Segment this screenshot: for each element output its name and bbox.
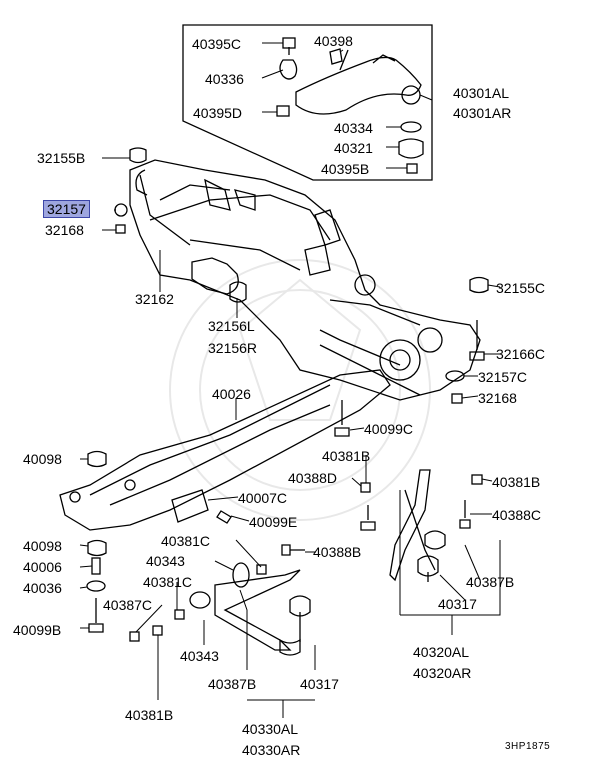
nut-40395D (276, 105, 290, 117)
part-label-p40395D[interactable]: 40395D (193, 105, 243, 121)
part-label-p32156L[interactable]: 32156L (208, 318, 255, 334)
part-label-p40006[interactable]: 40006 (23, 559, 62, 575)
part-label-p40320AL[interactable]: 40320AL (413, 644, 470, 660)
part-label-p40387B_l[interactable]: 40387B (208, 676, 257, 692)
part-label-p40381B_b[interactable]: 40381B (125, 707, 174, 723)
part-label-p40343_b[interactable]: 40343 (180, 648, 219, 664)
part-label-p40388C_r[interactable]: 40388C (492, 507, 542, 523)
nut-40387C (129, 631, 140, 642)
part-label-p40099C[interactable]: 40099C (364, 421, 414, 437)
bolt-40388C-left (360, 505, 376, 531)
part-label-p32168_r[interactable]: 32168 (478, 390, 517, 406)
part-label-p40387C[interactable]: 40387C (103, 597, 153, 613)
part-label-p40334[interactable]: 40334 (334, 120, 373, 136)
part-label-p32155B[interactable]: 32155B (37, 150, 86, 166)
part-label-p40343_a[interactable]: 40343 (146, 553, 185, 569)
ball-joint-40317-right (417, 555, 439, 582)
bracket-32155C (469, 276, 489, 294)
part-label-p40388D[interactable]: 40388D (288, 470, 338, 486)
part-label-p40317_l[interactable]: 40317 (300, 676, 339, 692)
bumper-40321 (398, 138, 424, 159)
part-label-p32157[interactable]: 32157 (43, 200, 90, 218)
washer-40343-a (232, 562, 250, 588)
drawing-code: 3HP1875 (505, 741, 551, 752)
part-label-p32155C[interactable]: 32155C (496, 280, 546, 296)
part-label-p40388B[interactable]: 40388B (313, 544, 362, 560)
part-label-p40321[interactable]: 40321 (334, 140, 373, 156)
bolt-40099B (88, 598, 104, 633)
bracket-32155B (129, 147, 147, 164)
part-label-p40026[interactable]: 40026 (212, 386, 251, 402)
ball-joint-40336 (279, 47, 298, 80)
washer-40334 (400, 121, 422, 133)
part-label-p40387B_r[interactable]: 40387B (466, 574, 515, 590)
arm-40320 (389, 469, 436, 582)
nut-40381B-r (471, 474, 483, 485)
bolt-40398 (329, 48, 349, 71)
mount-40007C (171, 489, 209, 523)
bolt-40388C (459, 500, 471, 529)
nut-40381B-c (360, 482, 371, 493)
part-label-p40301AR[interactable]: 40301AR (453, 105, 512, 121)
bushing-40098-bottom (87, 539, 107, 557)
upper-arm-40301 (295, 54, 422, 115)
part-label-p32157C[interactable]: 32157C (478, 369, 528, 385)
part-label-p40099B[interactable]: 40099B (13, 622, 62, 638)
nut-40395B (406, 163, 418, 174)
crossmember-32162 (129, 159, 481, 401)
part-label-p40099E[interactable]: 40099E (249, 514, 298, 530)
nut-32168R (451, 393, 463, 404)
bracket-32156 (191, 257, 239, 295)
nut-40381C-a (256, 564, 267, 575)
washer-40343-b (189, 591, 211, 609)
arm-40330 (214, 569, 301, 651)
ball-joint-40317-left (289, 595, 311, 642)
part-label-p32166C[interactable]: 32166C (496, 346, 546, 362)
bolt-32166C (469, 320, 485, 361)
part-label-p40381B_r[interactable]: 40381B (492, 474, 541, 490)
part-label-p40301AL[interactable]: 40301AL (453, 85, 510, 101)
bolt-40099E (216, 510, 232, 524)
part-label-p40317_r[interactable]: 40317 (438, 596, 477, 612)
washer-40036 (86, 580, 106, 592)
upper-arm-box (182, 24, 433, 181)
nut-32168 (115, 224, 126, 234)
part-label-p40381C_b[interactable]: 40381C (143, 574, 193, 590)
part-label-p40036[interactable]: 40036 (23, 580, 62, 596)
part-label-p32156R[interactable]: 32156R (208, 340, 258, 356)
leader-lines (79, 42, 501, 718)
part-label-p40098_a[interactable]: 40098 (23, 451, 62, 467)
nut-40395C (282, 37, 296, 49)
part-label-p40336[interactable]: 40336 (205, 71, 244, 87)
part-label-p40098_b[interactable]: 40098 (23, 538, 62, 554)
rod-40026 (59, 369, 391, 531)
part-label-p40381B_c[interactable]: 40381B (322, 448, 371, 464)
collar-40006 (91, 557, 101, 575)
washer-32157 (114, 203, 128, 217)
part-label-p40330AL[interactable]: 40330AL (242, 721, 299, 737)
part-label-p32162[interactable]: 32162 (135, 291, 174, 307)
part-label-p40320AR[interactable]: 40320AR (413, 665, 472, 681)
part-label-p40395C_top[interactable]: 40395C (192, 36, 242, 52)
bolt-40388B (281, 544, 305, 556)
part-label-p40395B[interactable]: 40395B (321, 161, 370, 177)
part-label-p40381C_a[interactable]: 40381C (161, 533, 211, 549)
bolt-40099C (334, 400, 350, 437)
part-label-p40398[interactable]: 40398 (314, 33, 353, 49)
nut-40381B-b (152, 625, 163, 636)
bushing-40098-top (87, 450, 107, 468)
part-label-p40007C[interactable]: 40007C (238, 490, 288, 506)
part-label-p32168_l[interactable]: 32168 (45, 222, 84, 238)
part-label-p40330AR[interactable]: 40330AR (242, 742, 301, 758)
nut-40381C-b (174, 609, 185, 620)
